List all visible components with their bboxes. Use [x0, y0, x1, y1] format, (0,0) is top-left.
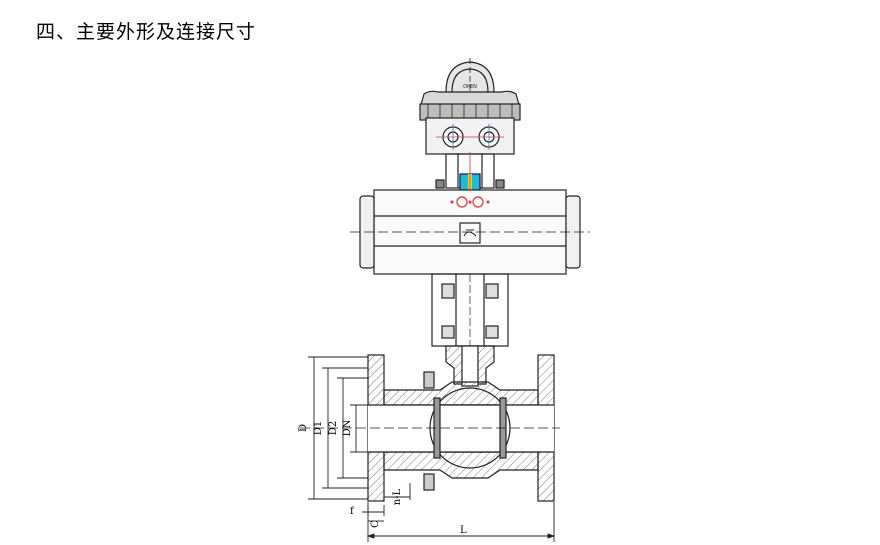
dim-label-f: f	[350, 506, 355, 517]
dim-label-d2: D2	[328, 421, 339, 435]
pneumatic-actuator	[350, 189, 590, 275]
dim-label-l: L	[460, 525, 467, 536]
dim-label-dn: DN	[342, 419, 353, 436]
section-heading: 四、主要外形及连接尺寸	[36, 21, 257, 43]
mounting-bracket	[431, 273, 509, 347]
dim-label-d1: D1	[313, 421, 324, 435]
dimension-lines	[308, 356, 556, 542]
limit-switch-box	[419, 58, 521, 191]
open-indicator-label: OPEN	[463, 84, 477, 90]
dim-label-d: D	[298, 424, 309, 432]
dim-label-c: C	[370, 520, 381, 528]
dim-label-n-l: n-L	[392, 488, 403, 505]
valve-body	[300, 345, 560, 502]
